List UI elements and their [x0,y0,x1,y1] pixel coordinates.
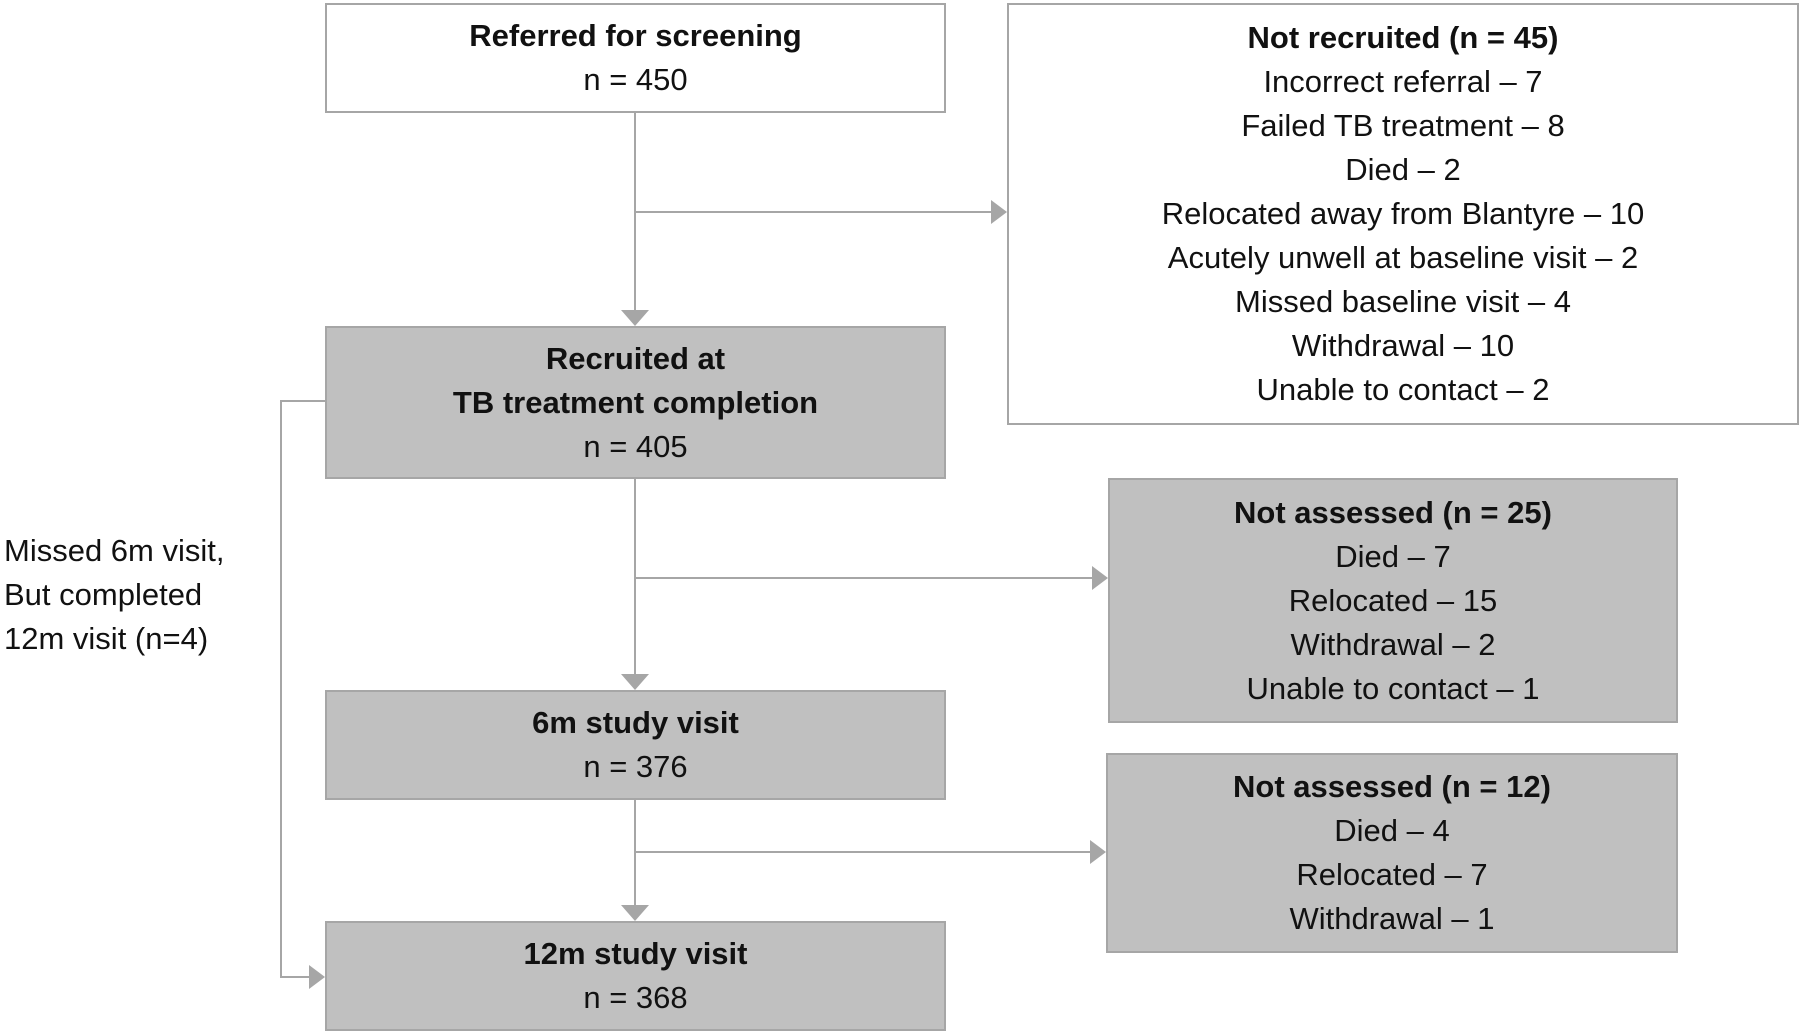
arrowhead-to-12m [621,905,649,921]
visit-12m-count: n = 368 [583,980,688,1015]
visit-12m-box: 12m study visit n = 368 [325,921,946,1031]
not-recruited-box: Not recruited (n = 45) Incorrect referra… [1007,3,1799,425]
referred-count: n = 450 [583,62,688,97]
recruited-title-line2: TB treatment completion [452,384,819,420]
arrowhead-to-not-recruited [991,200,1007,224]
visit-6m-box: 6m study visit n = 376 [325,690,946,800]
recruited-count: n = 405 [583,428,688,464]
list-item: Relocated – 7 [1296,857,1488,892]
arrowhead-to-not-assessed-6m [1092,566,1108,590]
not-assessed-12m-title: Not assessed (n = 12) [1233,769,1551,804]
list-item: Relocated – 15 [1288,582,1498,618]
list-item: Died – 2 [1345,152,1461,187]
list-item: Withdrawal – 10 [1291,328,1515,363]
missed-6m-note: Missed 6m visit, But completed 12m visit… [4,529,224,661]
list-item: Died – 4 [1334,813,1450,848]
list-item: Unable to contact – 2 [1256,372,1550,407]
not-assessed-12m-box: Not assessed (n = 12) Died – 4 Relocated… [1106,753,1678,953]
list-item: Withdrawal – 2 [1290,626,1496,662]
arrowhead-to-not-assessed-12m [1090,840,1106,864]
recruited-title-line1: Recruited at [545,340,726,376]
missed-6m-note-line: But completed [4,577,203,612]
missed-6m-note-line: Missed 6m visit, [4,533,225,568]
list-item: Died – 7 [1335,538,1451,574]
list-item: Relocated away from Blantyre – 10 [1161,196,1645,231]
missed-6m-note-line: 12m visit (n=4) [4,621,209,656]
connector-missed-6m-loop [280,400,325,978]
visit-6m-count: n = 376 [583,749,688,784]
referred-box: Referred for screening n = 450 [325,3,946,113]
arrowhead-loop-to-12m [309,965,325,989]
arrowhead-to-recruited [621,310,649,326]
not-recruited-title: Not recruited (n = 45) [1247,20,1559,55]
visit-12m-title: 12m study visit [523,936,748,971]
recruited-box: Recruited at TB treatment completion n =… [325,326,946,479]
list-item: Failed TB treatment – 8 [1241,108,1565,143]
list-item: Incorrect referral – 7 [1263,64,1543,99]
arrowhead-to-6m [621,674,649,690]
referred-title: Referred for screening [469,18,802,53]
visit-6m-title: 6m study visit [532,705,739,740]
list-item: Withdrawal – 1 [1289,901,1495,936]
list-item: Unable to contact – 1 [1246,670,1540,706]
list-item: Acutely unwell at baseline visit – 2 [1167,240,1639,275]
list-item: Missed baseline visit – 4 [1235,284,1571,319]
not-assessed-6m-box: Not assessed (n = 25) Died – 7 Relocated… [1108,478,1678,723]
not-assessed-6m-title: Not assessed (n = 25) [1234,494,1552,530]
